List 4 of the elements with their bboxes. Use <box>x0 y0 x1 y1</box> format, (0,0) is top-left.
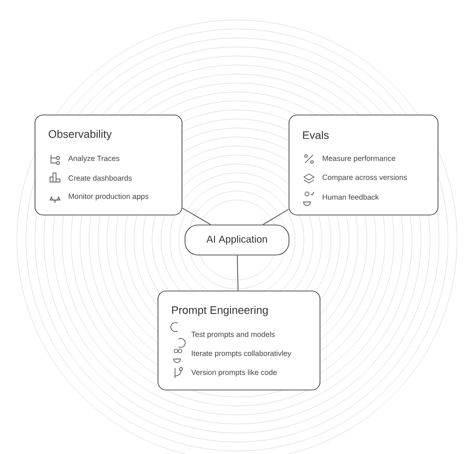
connector-line <box>182 208 212 225</box>
connector-line <box>262 208 289 225</box>
connector-line <box>236 255 238 291</box>
pill-box: AI Application <box>184 224 290 256</box>
